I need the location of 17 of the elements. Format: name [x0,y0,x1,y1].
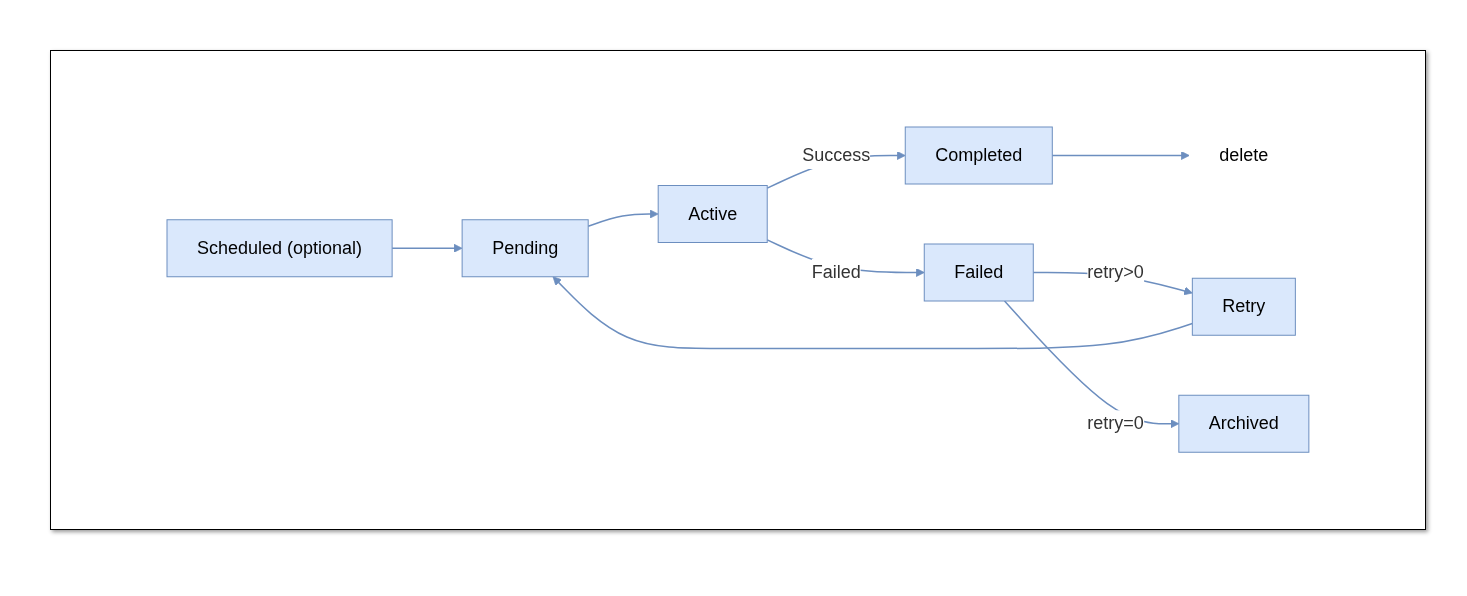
node-box [657,185,768,244]
arrow [552,276,1194,350]
node-box [461,219,589,278]
edge-label: Success [802,145,871,166]
diagram-frame: Success Failed retry>0 retry=0 Scheduled (optional) Pending Active Completed delete Retry Failed Archived [50,50,1426,530]
arrow [1051,151,1190,161]
node-box [166,219,393,278]
node-text: delete [1219,145,1269,166]
arrow [391,244,463,254]
arrow [587,210,659,228]
node-box [904,126,1053,185]
edge-label: retry=0 [1087,413,1144,434]
node-box [923,243,1034,302]
node-box [1178,395,1310,454]
edge-label: Failed [811,262,861,283]
edge-label: retry>0 [1087,262,1144,283]
node-box [1191,278,1296,337]
